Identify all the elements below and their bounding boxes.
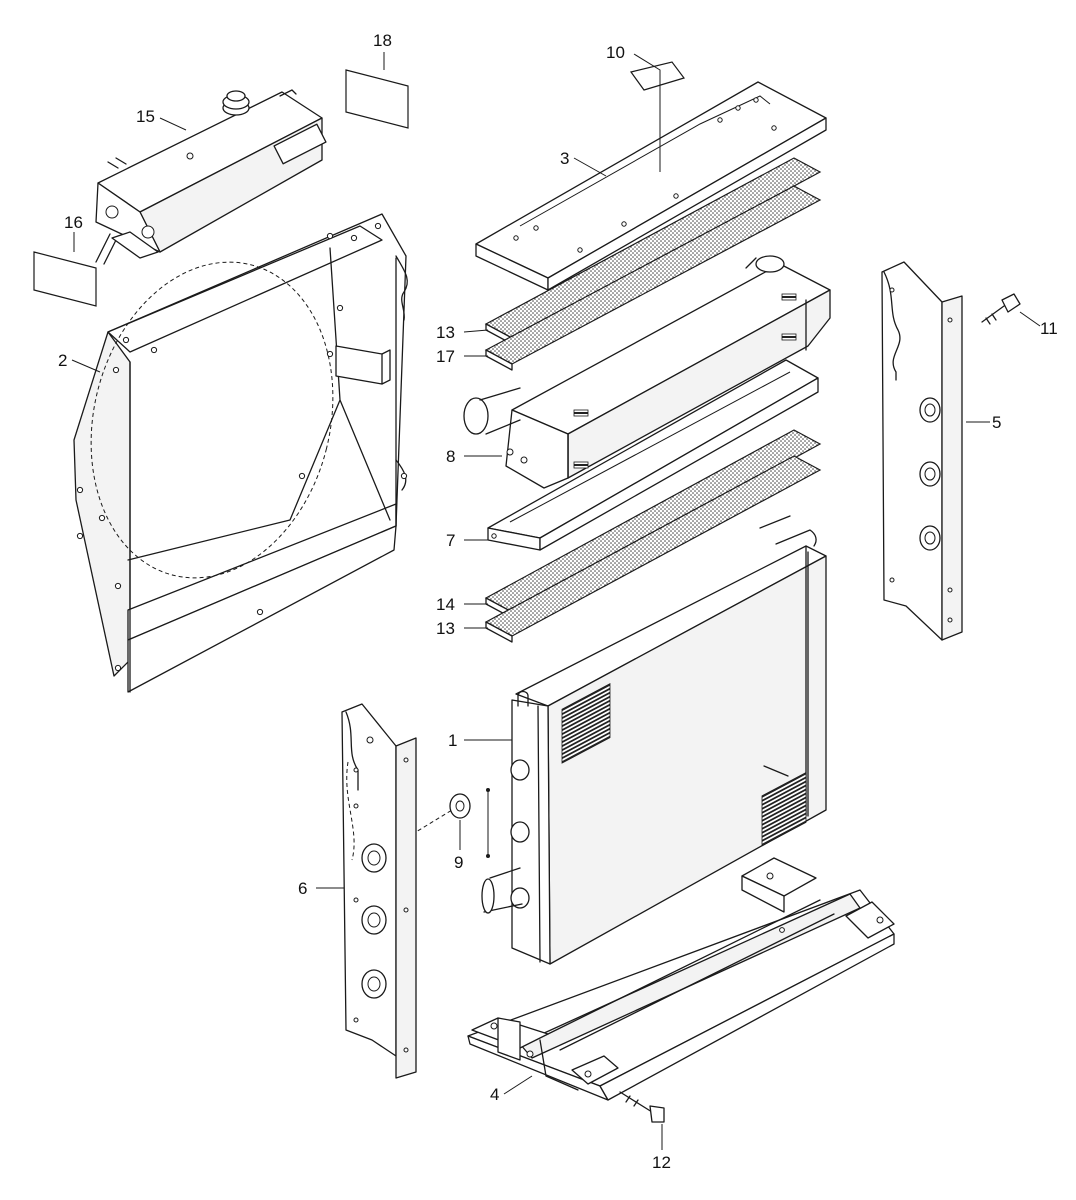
- callout-17: 16: [64, 213, 83, 232]
- callout-labels: 18 15 16 10 3 2 13 17 11 5 8 7 14 13 1 6…: [58, 31, 1058, 1172]
- callout-12: 12: [652, 1153, 671, 1172]
- part-2-fan-shroud: [73, 213, 408, 693]
- callout-9: 9: [454, 853, 463, 872]
- part-15-seal: [484, 185, 822, 371]
- part-1-radiator-core: [481, 515, 827, 965]
- part-17-label-plate: [33, 251, 97, 307]
- part-6-left-side-bracket: [341, 703, 417, 1079]
- callout-2: 2: [58, 351, 67, 370]
- part-13-lower-seal: [484, 455, 822, 643]
- callout-13-lower: 13: [436, 619, 455, 638]
- part-4-base-frame: [467, 857, 895, 1101]
- callout-8: 8: [446, 447, 455, 466]
- part-7-channel-bracket: [487, 359, 819, 551]
- part-5-right-side-bracket: [881, 261, 963, 641]
- callout-5: 5: [992, 413, 1001, 432]
- part-18-label-plate: [345, 69, 409, 129]
- callout-16: 15: [136, 107, 155, 126]
- leader-lines: [71, 52, 1041, 1150]
- callout-13-upper: 13: [436, 323, 455, 342]
- callout-18: 18: [373, 31, 392, 50]
- part-9-seal-ring: [369, 788, 490, 861]
- part-10-label-plate: [629, 61, 685, 91]
- callout-15: 17: [436, 347, 455, 366]
- callout-4: 4: [490, 1085, 499, 1104]
- callout-11: 11: [1040, 319, 1058, 338]
- part-16-expansion-tank: [95, 89, 327, 265]
- part-12-bolt: [619, 1091, 665, 1123]
- part-11-bolt: [981, 293, 1021, 325]
- part-8-charge-air-cooler: [463, 255, 831, 489]
- callout-7: 7: [446, 531, 455, 550]
- callout-1: 1: [448, 731, 457, 750]
- part-3-top-bracket: [475, 81, 827, 291]
- callout-10: 10: [606, 43, 625, 62]
- callout-14: 14: [436, 595, 455, 614]
- callout-3: 3: [560, 149, 569, 168]
- callout-6: 6: [298, 879, 307, 898]
